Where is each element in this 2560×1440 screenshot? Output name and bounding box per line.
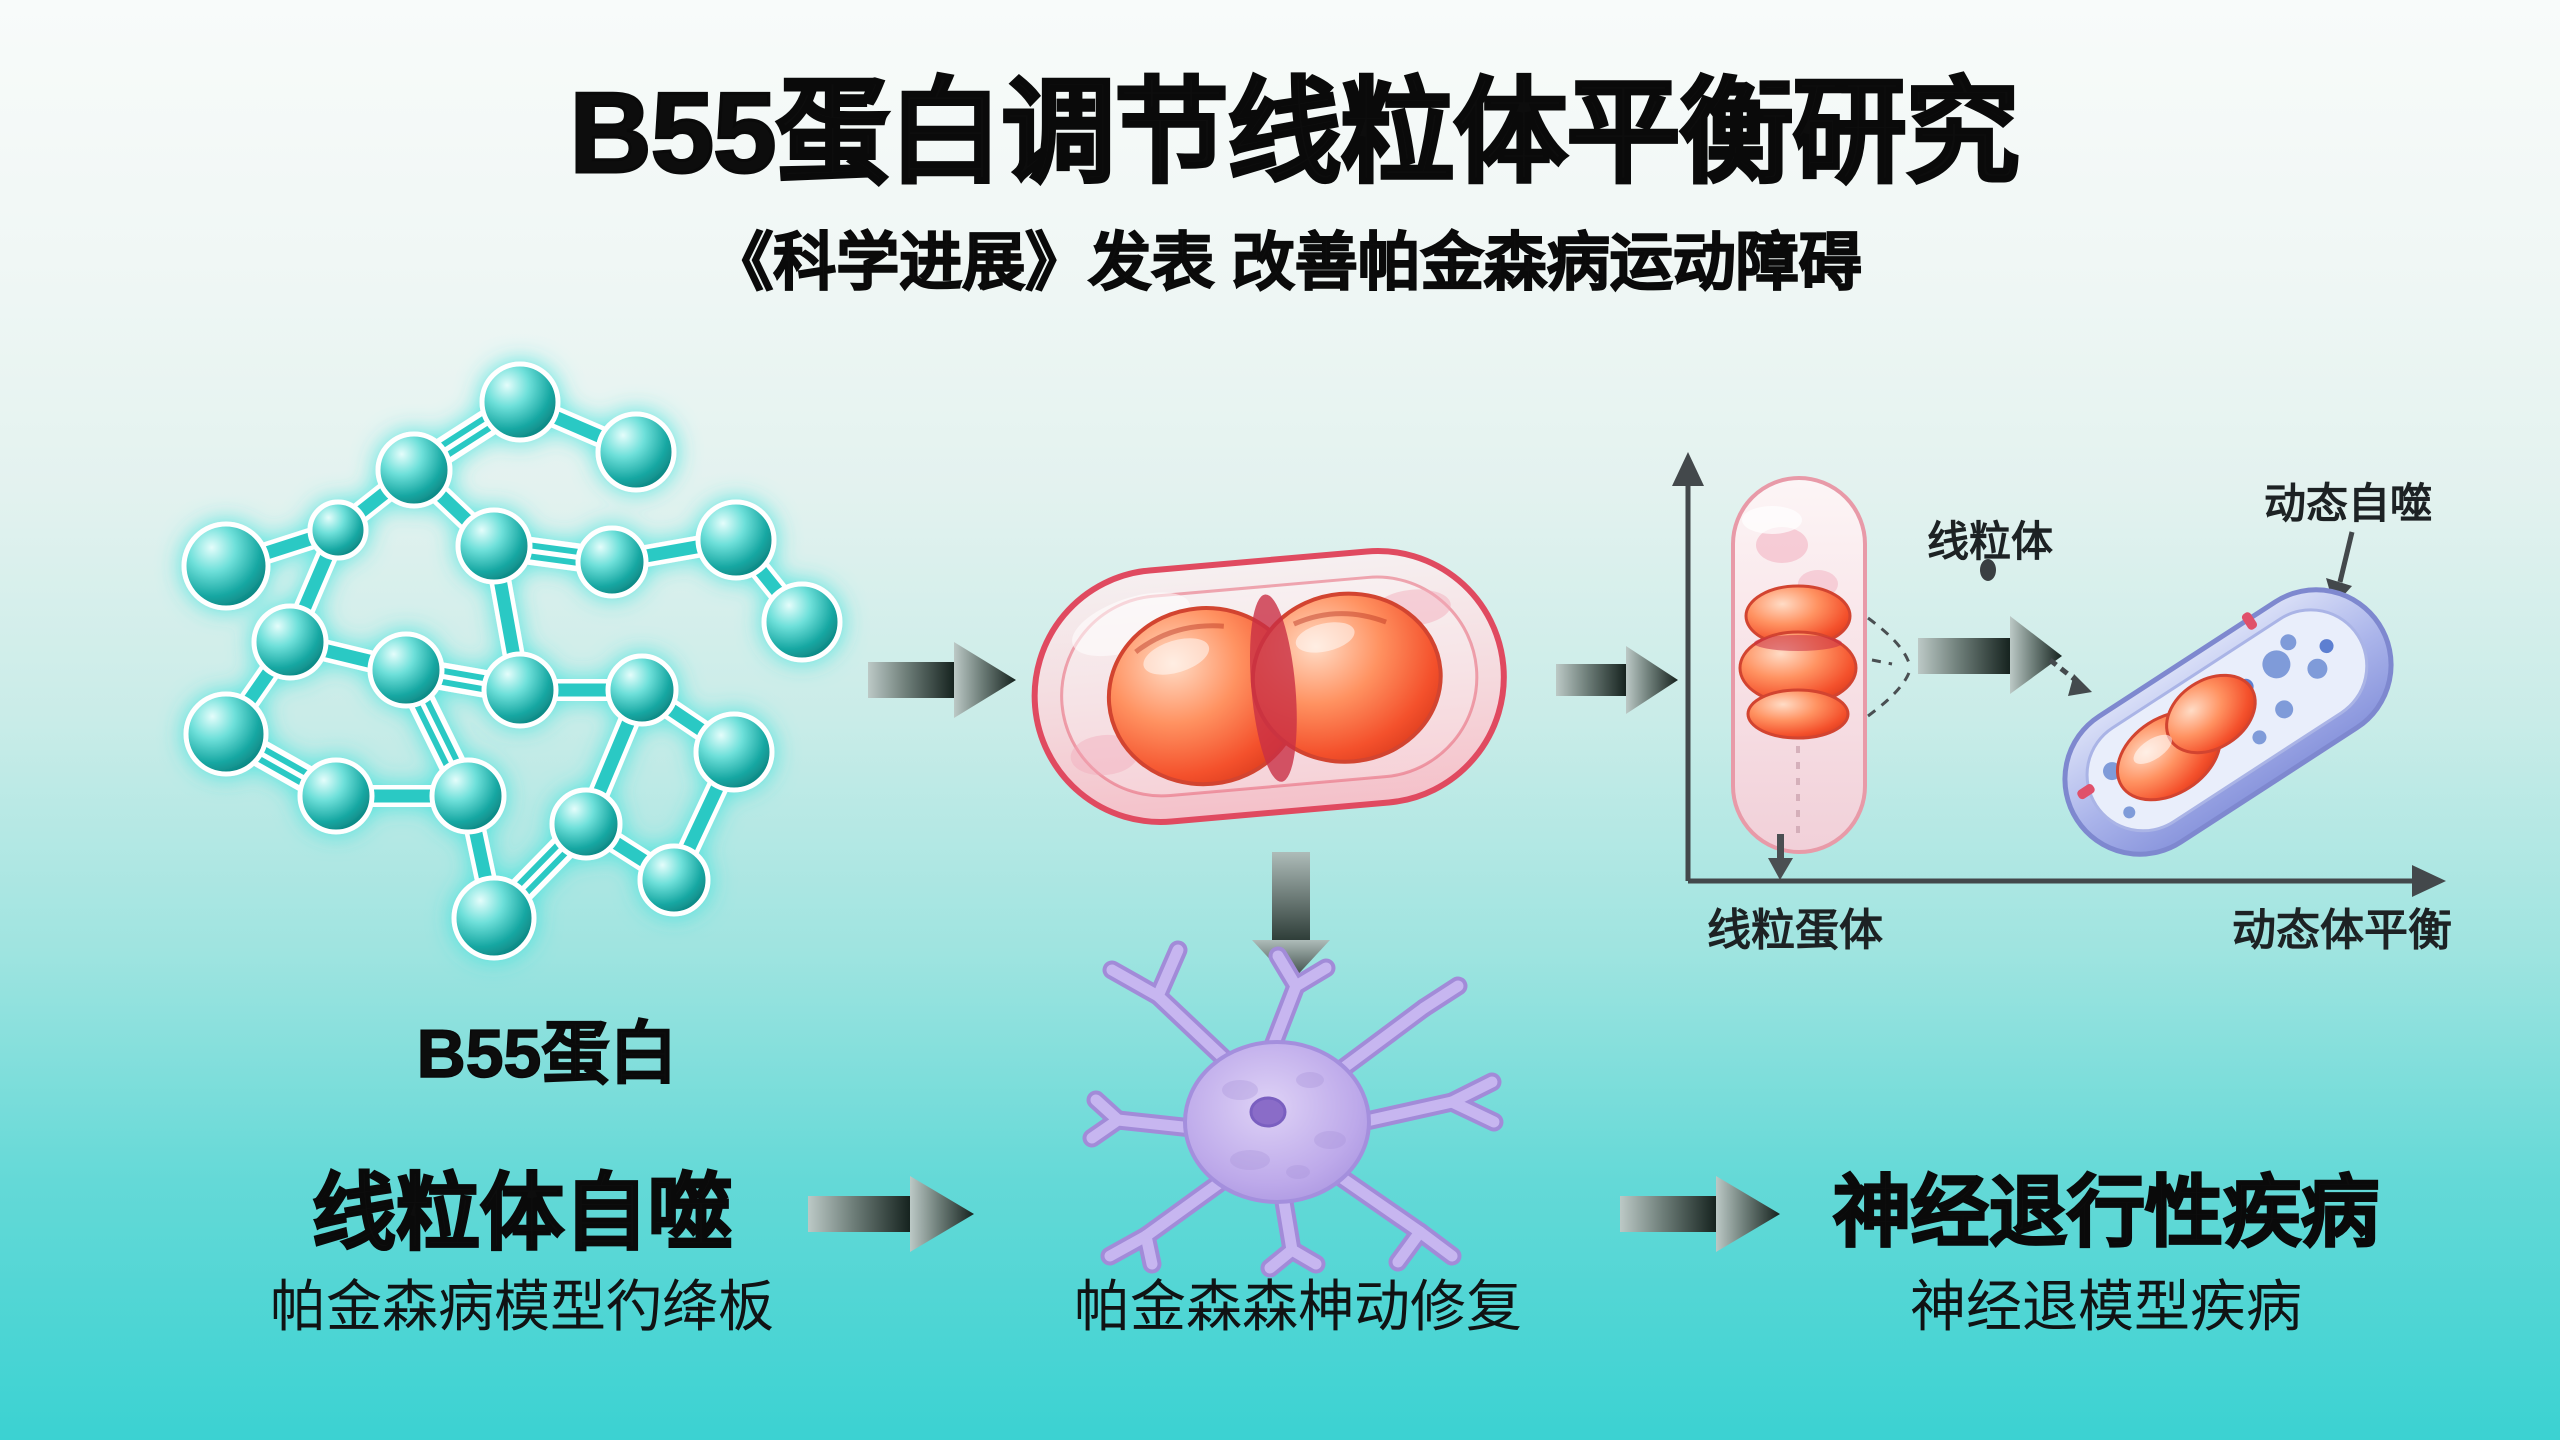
step-disease-caption: 神经退模型疾病 [1910,1275,2302,1338]
dashed-transition-lines [1867,616,1912,718]
page-title: B55蛋白调节线粒体平衡研究 [568,69,2021,199]
panel-axes [1672,452,2446,897]
x-axis-label-left: 线粒蛋体 [1707,906,1883,955]
arrow-right-thick-icon [1918,616,2062,694]
arrow-right-icon [1620,1176,1780,1252]
arrow-right-icon [868,642,1016,718]
arrow-right-icon [808,1176,974,1252]
step-mitophagy-caption: 帕金森病模型彴绛板 [270,1275,774,1338]
arrow-right-icon [1556,646,1678,714]
panel-mito-label: 线粒体 [1926,518,2054,565]
page-subtitle: 《科学进展》发表 改善帕金森病运动障碍 [709,227,1862,299]
step-mitophagy-title: 线粒体自噬 [311,1165,733,1261]
step-neuron-caption: 帕金森森柛动修复 [1074,1275,1522,1338]
b55-molecule-illustration [181,361,843,961]
panel-autophagy-label: 动态自噬 [2263,480,2433,527]
molecule-label: B55蛋白 [416,1015,678,1093]
capsule-mitochondrion-illustration [1731,476,1867,854]
neuron-nucleus [1249,1096,1287,1128]
molecule-atoms [181,361,843,961]
arrow-dashed-diagonal-icon [2048,658,2092,696]
neuron-illustration [1082,940,1504,1278]
pointer-dot [1980,559,1996,581]
blue-mitochondrion-illustration [2062,587,2394,857]
x-axis-label-right: 动态体平衡 [2232,906,2452,955]
arrow-down-small-icon [1768,834,1793,880]
step-disease-title: 神经退行性疾病 [1832,1167,2380,1257]
red-mitochondrion-illustration [1031,547,1507,825]
